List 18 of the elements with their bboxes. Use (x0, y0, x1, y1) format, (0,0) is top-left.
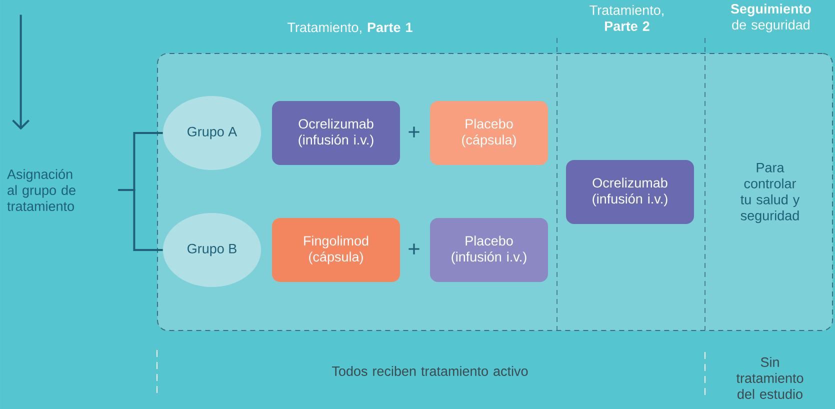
drug-box: Ocrelizumab (infusión i.v.) (272, 101, 400, 165)
column-heading: Tratamiento, Parte 2 (590, 5, 664, 31)
column-heading: Seguimiento de seguridad (730, 4, 811, 32)
group-oval: Grupo A (163, 96, 261, 170)
cell-text: Para controlar tu salud y seguridad (740, 162, 800, 224)
plus-sign: + (408, 244, 420, 254)
footer-text: Todos reciben tratamiento activo (332, 366, 528, 376)
bracket-line (118, 189, 163, 251)
plus-sign: + (408, 126, 420, 138)
drug-box: Ocrelizumab (infusión i.v.) (566, 160, 694, 224)
arrow (12, 14, 30, 130)
assignment-text: Asignación al grupo de tratamiento (7, 168, 76, 212)
drug-box: Placebo (cápsula) (430, 101, 548, 165)
group-oval: Grupo B (163, 213, 261, 287)
drug-box: Fingolimod (cápsula) (272, 218, 400, 282)
drug-box: Placebo (infusión i.v.) (430, 218, 548, 282)
column-heading: Tratamiento, Parte 1 (288, 22, 412, 34)
footer-text: Sin tratamiento del estudio (736, 357, 804, 399)
